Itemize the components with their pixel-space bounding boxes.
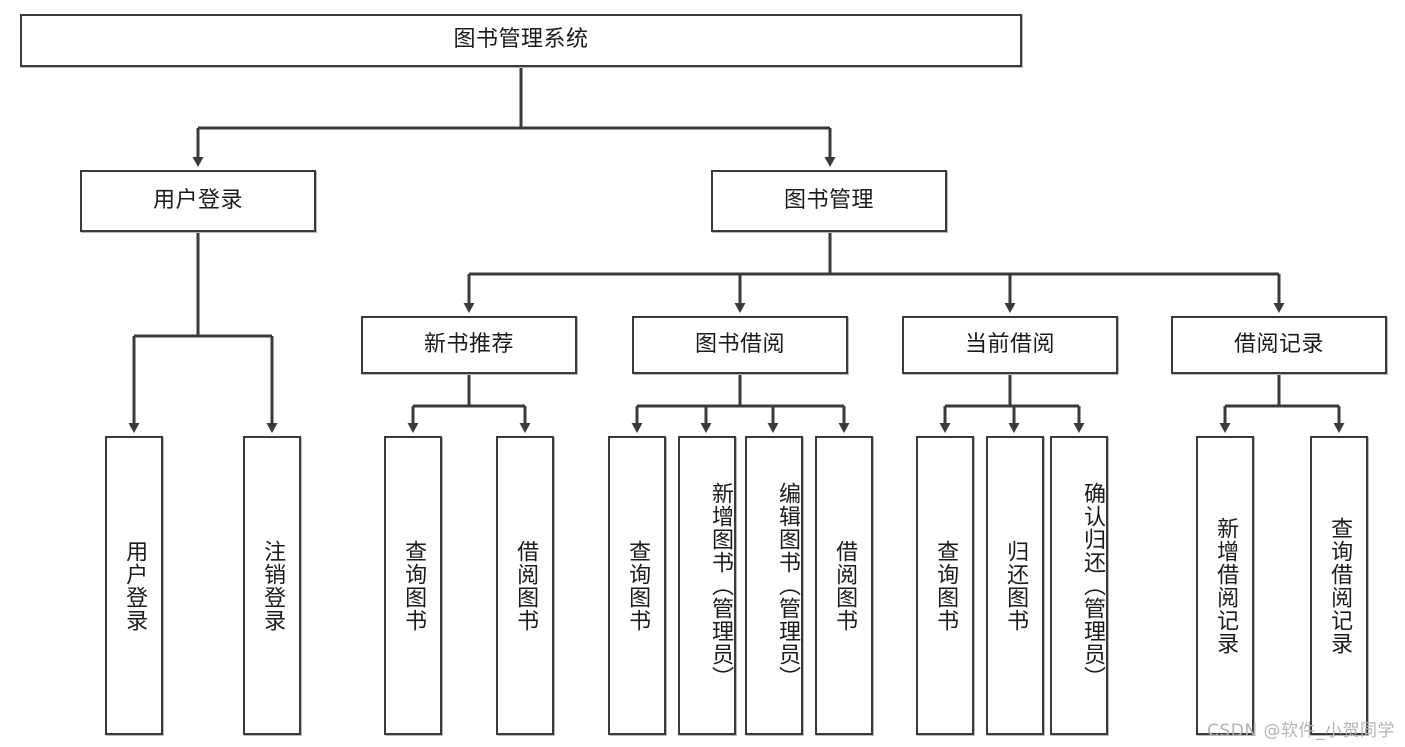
node-label: 归还图书	[1003, 539, 1029, 632]
node-label: 新书推荐	[423, 331, 514, 357]
node-root-book-management-system[interactable]: 图书管理系统	[20, 14, 1022, 67]
leaf-borrow-record-query-record[interactable]: 查询借阅记录	[1310, 436, 1368, 735]
node-label: 借阅图书	[513, 539, 539, 632]
node-book-borrow[interactable]: 图书借阅	[632, 316, 848, 374]
node-label: 注销登录	[260, 539, 286, 632]
leaf-user-login-logout[interactable]: 注销登录	[243, 436, 301, 735]
leaf-current-borrow-confirm-return-admin[interactable]: 确认归还（管理员）	[1050, 436, 1108, 735]
leaf-new-book-query-books[interactable]: 查询图书	[384, 436, 442, 735]
node-borrow-record[interactable]: 借阅记录	[1171, 316, 1387, 374]
node-label: 图书借阅	[694, 331, 785, 357]
leaf-book-borrow-add-book-admin[interactable]: 新增图书（管理员）	[678, 436, 736, 735]
node-book-management[interactable]: 图书管理	[711, 170, 947, 232]
node-label: 新增图书（管理员）	[708, 482, 733, 689]
leaf-user-login-login[interactable]: 用户登录	[105, 436, 163, 735]
leaf-borrow-record-add-record[interactable]: 新增借阅记录	[1196, 436, 1254, 735]
node-label: 当前借阅	[964, 331, 1055, 357]
node-user-login[interactable]: 用户登录	[80, 170, 316, 232]
leaf-book-borrow-edit-book-admin[interactable]: 编辑图书（管理员）	[745, 436, 803, 735]
leaf-book-borrow-query-books[interactable]: 查询图书	[608, 436, 666, 735]
node-label: 借阅记录	[1233, 331, 1324, 357]
node-label: 新增借阅记录	[1213, 516, 1239, 655]
leaf-book-borrow-borrow-books[interactable]: 借阅图书	[815, 436, 873, 735]
node-label: 查询图书	[933, 539, 959, 632]
watermark: CSDN @软件_小贺同学	[1207, 721, 1395, 741]
node-label: 查询图书	[401, 539, 427, 632]
node-label: 查询借阅记录	[1327, 516, 1353, 655]
node-label: 用户登录	[122, 539, 148, 632]
leaf-new-book-borrow-books[interactable]: 借阅图书	[496, 436, 554, 735]
node-label: 查询图书	[625, 539, 651, 632]
leaf-current-borrow-query-books[interactable]: 查询图书	[916, 436, 974, 735]
node-label: 确认归还（管理员）	[1080, 482, 1105, 689]
node-current-borrow[interactable]: 当前借阅	[902, 316, 1118, 374]
node-new-book-recommend[interactable]: 新书推荐	[361, 316, 577, 374]
node-label: 借阅图书	[832, 539, 858, 632]
leaf-current-borrow-return-books[interactable]: 归还图书	[986, 436, 1044, 735]
node-label: 用户登录	[152, 187, 243, 213]
node-label: 编辑图书（管理员）	[775, 482, 800, 689]
node-label: 图书管理系统	[453, 27, 589, 53]
node-label: 图书管理	[783, 187, 874, 213]
